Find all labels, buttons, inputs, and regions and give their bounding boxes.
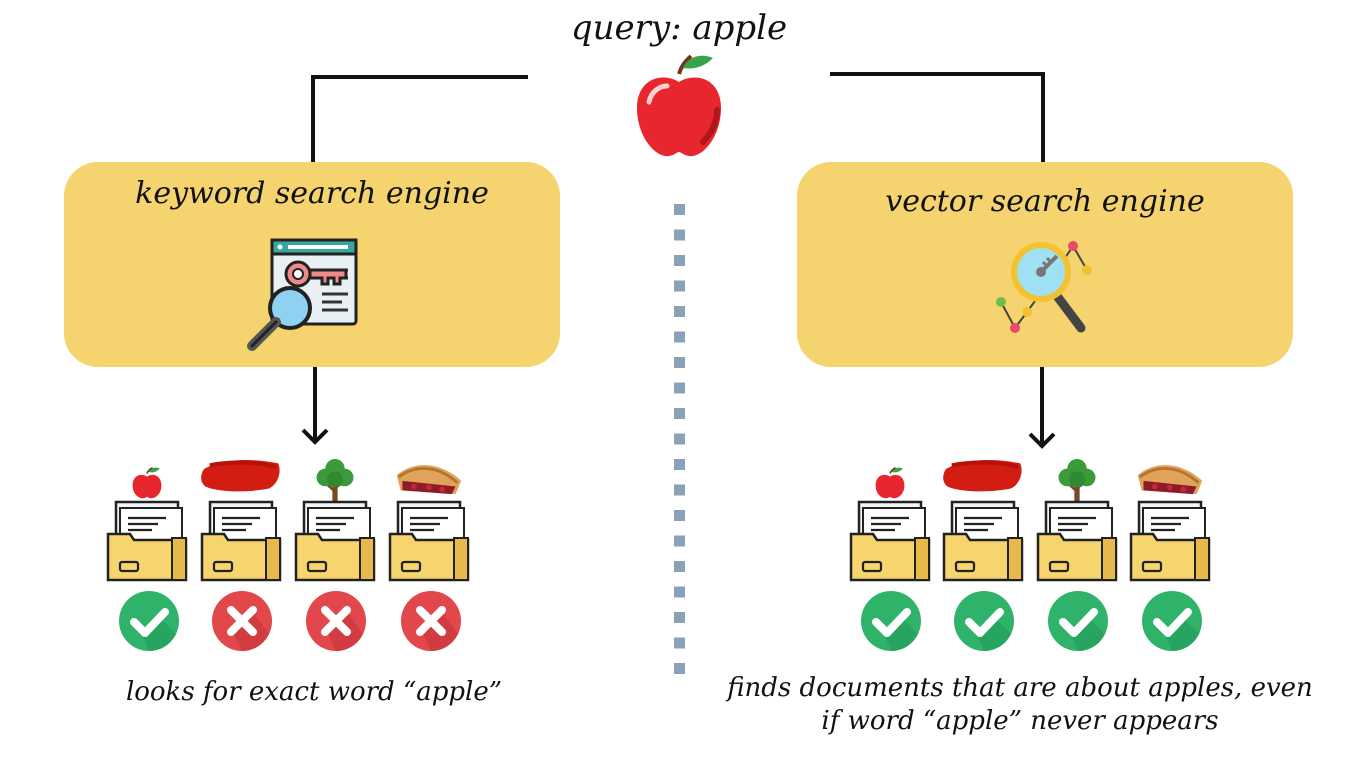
tree-icon bbox=[1055, 455, 1099, 511]
divider-dot bbox=[674, 535, 685, 547]
cross-icon bbox=[211, 590, 273, 652]
divider-dot bbox=[674, 561, 685, 572]
divider-dot bbox=[674, 229, 685, 241]
right-connector bbox=[830, 72, 1045, 162]
vector-engine-box: vector search engine bbox=[797, 162, 1293, 367]
keyword-caption: looks for exact word “apple” bbox=[125, 677, 503, 707]
check-icon bbox=[860, 590, 922, 652]
keyword-engine-title: keyword search engine bbox=[135, 176, 489, 211]
vector-search-icon bbox=[996, 241, 1092, 333]
divider-dot bbox=[674, 204, 685, 215]
divider-dot bbox=[674, 331, 685, 343]
divider-dot bbox=[674, 255, 685, 266]
vector-caption-line2: if word “apple” never appears bbox=[821, 706, 1219, 736]
keyword-search-icon bbox=[247, 238, 358, 351]
document-folder-icon bbox=[1129, 500, 1211, 582]
document-folder-icon bbox=[1036, 500, 1118, 582]
pie-icon bbox=[1134, 456, 1206, 504]
cross-icon bbox=[305, 590, 367, 652]
query-label: query: apple bbox=[570, 8, 788, 48]
divider-dot bbox=[674, 586, 685, 598]
vector-caption-line1: finds documents that are about apples, e… bbox=[727, 673, 1313, 703]
apple-icon bbox=[874, 466, 906, 504]
check-icon bbox=[1141, 590, 1203, 652]
divider-dot bbox=[674, 382, 685, 394]
tree-icon bbox=[313, 455, 357, 511]
red-smear-icon bbox=[942, 455, 1024, 499]
right-arrowhead bbox=[1028, 432, 1056, 449]
vector-engine-title: vector search engine bbox=[885, 184, 1205, 219]
pie-icon bbox=[393, 456, 465, 504]
document-folder-icon bbox=[294, 500, 376, 582]
document-folder-icon bbox=[388, 500, 470, 582]
divider-dot bbox=[674, 663, 685, 674]
vector-caption: finds documents that are about apples, e… bbox=[700, 672, 1340, 738]
apple-icon bbox=[131, 466, 163, 504]
document-folder-icon bbox=[942, 500, 1024, 582]
keyword-engine-box: keyword search engine bbox=[64, 162, 560, 367]
cross-icon bbox=[400, 590, 462, 652]
document-folder-icon bbox=[200, 500, 282, 582]
check-icon bbox=[1047, 590, 1109, 652]
divider-dot bbox=[674, 306, 685, 317]
apple-icon bbox=[637, 54, 721, 157]
left-connector bbox=[311, 75, 528, 162]
divider-dot bbox=[674, 484, 685, 496]
divider-dot bbox=[674, 637, 685, 649]
dotted-divider bbox=[674, 204, 685, 674]
divider-dot bbox=[674, 459, 685, 470]
divider-dot bbox=[674, 280, 685, 292]
document-folder-icon bbox=[106, 500, 188, 582]
left-arrowhead bbox=[301, 428, 329, 445]
check-icon bbox=[953, 590, 1015, 652]
divider-dot bbox=[674, 357, 685, 368]
check-icon bbox=[118, 590, 180, 652]
divider-dot bbox=[674, 433, 685, 445]
red-smear-icon bbox=[200, 455, 282, 499]
divider-dot bbox=[674, 510, 685, 521]
document-folder-icon bbox=[849, 500, 931, 582]
divider-dot bbox=[674, 408, 685, 419]
divider-dot bbox=[674, 612, 685, 623]
